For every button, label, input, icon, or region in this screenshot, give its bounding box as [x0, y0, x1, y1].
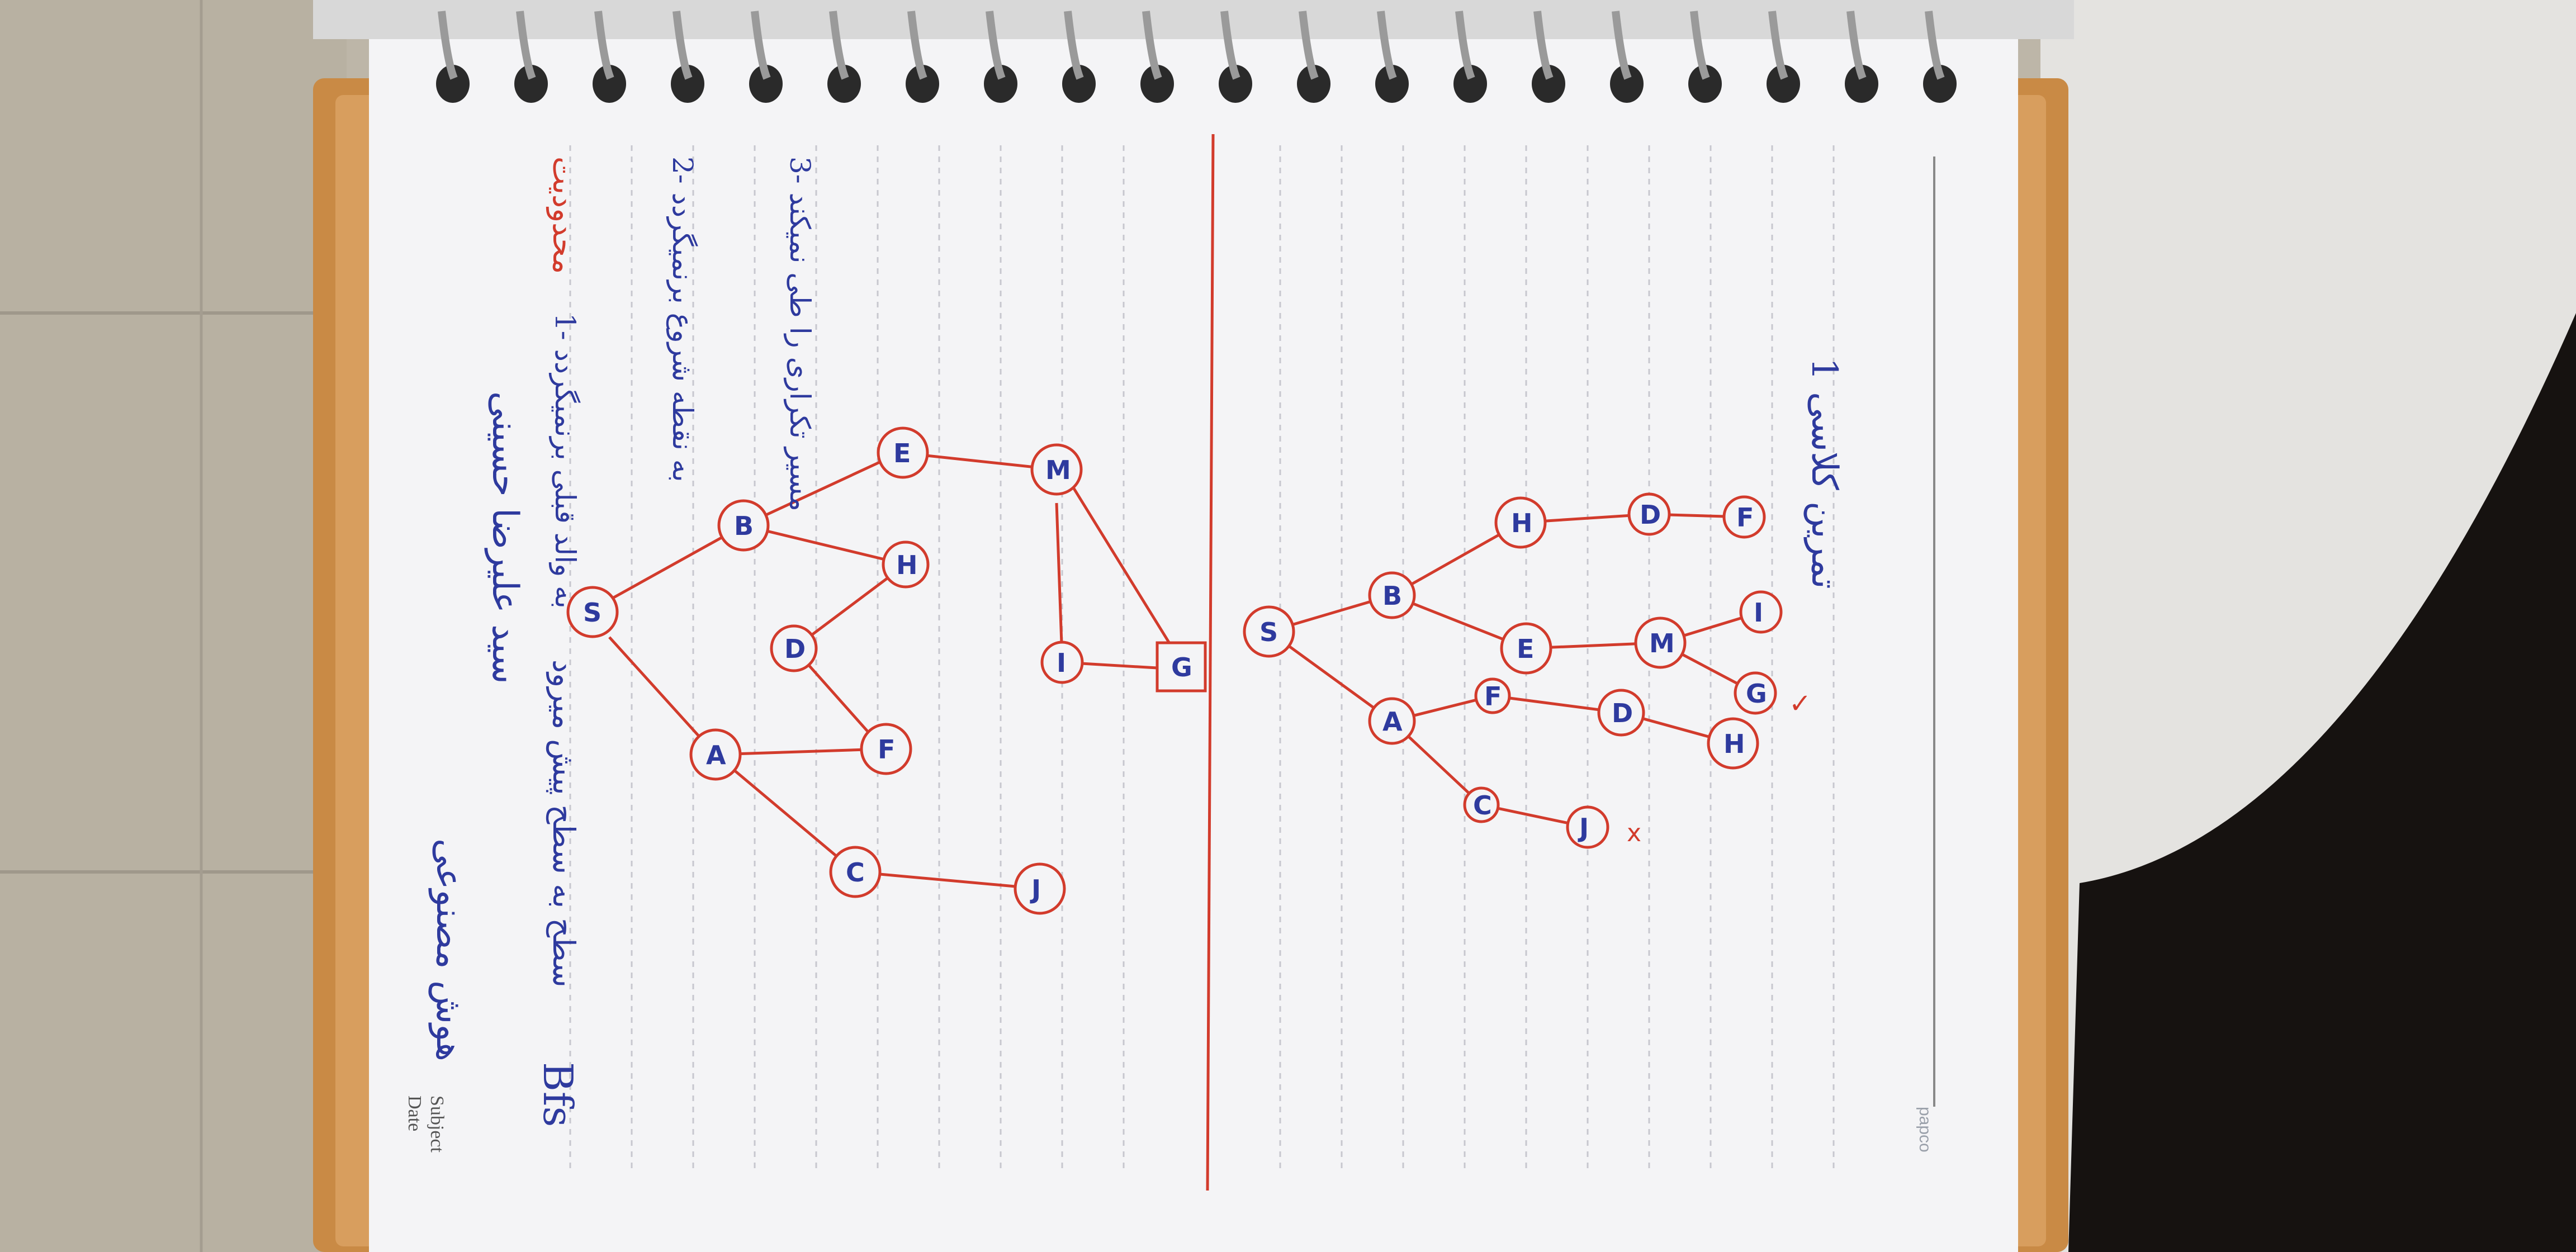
graph-bottom-labels: S B A H E F C D M D H J G I F x ✓: [1259, 500, 1811, 847]
edge-m-g: [1060, 468, 1181, 661]
edge-a-f: [715, 747, 884, 756]
node-label: A: [706, 740, 726, 770]
limitation-label: محدودیت: [546, 156, 581, 274]
node-label: B: [734, 511, 754, 541]
graph-top-nodes: [566, 426, 1207, 915]
node-label: F: [1736, 502, 1754, 533]
header-title: تمرین کلاسی 1: [1803, 358, 1845, 589]
graph-bottom-nodes: [1243, 492, 1783, 849]
edge-s-b: [591, 524, 745, 611]
node-label: D: [1612, 698, 1633, 728]
edge-b-e: [742, 451, 901, 527]
graph-top-labels: S B E M H D A F C J I G: [583, 438, 1192, 904]
rule-3: 3- مسیر تکراری را طی نمیکند: [784, 156, 816, 511]
divider-line: [1206, 134, 1215, 1191]
rule-2: 2- به نقطه شروع برنمیگردد: [666, 156, 699, 482]
node-label: B: [1382, 581, 1402, 611]
node-label: H: [896, 550, 918, 580]
node-label: G: [1171, 652, 1192, 682]
edge-b-h: [743, 524, 906, 566]
node-label: D: [1640, 500, 1661, 530]
cross-mark: x: [1627, 819, 1641, 847]
node-label: M: [1045, 455, 1071, 485]
node-label: F: [1484, 681, 1502, 712]
date-label: Date: [404, 1096, 425, 1132]
edge-c-j: [855, 870, 1040, 890]
node-label: C: [1473, 790, 1492, 821]
edge-s-a: [608, 636, 717, 756]
subject-label: Subject: [427, 1096, 447, 1153]
rule-1: 1- به والد قبلی برنمیگردد: [549, 313, 581, 609]
node-label: J: [1030, 874, 1041, 904]
bfs-rule: سطح به سطح پیش میرود: [546, 660, 581, 988]
node-label: S: [583, 597, 602, 628]
node-label: G: [1746, 679, 1767, 709]
papco-brand: papco: [1916, 1107, 1934, 1153]
node-label: H: [1723, 729, 1745, 759]
node-label: C: [846, 857, 865, 888]
node-label: F: [878, 734, 895, 765]
author-name: سید علیرضا حسینی: [484, 391, 525, 684]
dark-fabric: [2068, 313, 2576, 1252]
node-label: D: [784, 634, 806, 664]
node-label: H: [1511, 508, 1533, 538]
node-label: S: [1259, 617, 1278, 647]
edge-a-c: [714, 753, 856, 873]
node-label: M: [1649, 628, 1675, 658]
node-label: J: [1578, 813, 1589, 843]
node-label: I: [1057, 648, 1066, 678]
node-label: E: [893, 438, 911, 468]
bfs-label: Bfs: [534, 1062, 581, 1127]
check-mark: ✓: [1789, 688, 1811, 719]
floor: [0, 0, 347, 1252]
spiral-binding: [313, 0, 2074, 103]
node-label: E: [1517, 634, 1534, 664]
node-label: I: [1754, 597, 1763, 628]
edge-m-i: [1055, 502, 1064, 660]
node-label: A: [1382, 706, 1403, 737]
subject-value: هوش مصنوعی: [428, 838, 470, 1061]
